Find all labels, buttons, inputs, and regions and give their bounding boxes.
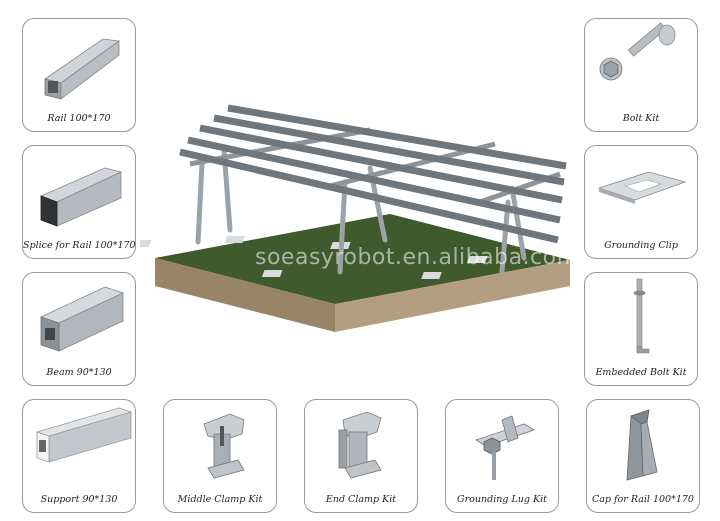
beam-icon [39,286,125,352]
product-card-rail[interactable]: Rail 100*170 [22,18,136,132]
end-clamp-icon [338,411,382,479]
product-label: Middle Clamp Kit [177,494,263,505]
embedded-bolt-icon [633,278,650,354]
product-label: Grounding Clip [604,240,678,251]
grounding-clip-icon [597,171,687,204]
rail-icon [44,38,121,100]
product-label: Rail 100*170 [47,113,111,124]
product-label: End Clamp Kit [325,494,397,505]
middle-clamp-icon [203,413,245,479]
product-label: Grounding Lug Kit [457,494,547,505]
product-card-support[interactable]: Support 90*130 [22,399,136,513]
product-card-beam[interactable]: Beam 90*130 [22,272,136,386]
grass-ground [155,214,570,304]
product-label: Embedded Bolt Kit [595,367,687,378]
soil-side [335,260,570,332]
product-label: Splice for Rail 100*170 [23,240,136,251]
support-icon [35,407,133,463]
grounding-lug-icon [475,415,535,480]
product-label: Support 90*130 [40,494,118,505]
product-label: Bolt Kit [622,113,660,124]
product-label: Cap for Rail 100*170 [592,494,694,505]
product-card-grounding-clip[interactable]: Grounding Clip [584,145,698,259]
product-card-grounding-lug[interactable]: Grounding Lug Kit [445,399,559,513]
carport-structure-render [140,104,570,332]
rail-cap-icon [626,409,658,481]
product-card-rail-cap[interactable]: Cap for Rail 100*170 [586,399,700,513]
product-card-bolt-kit[interactable]: Bolt Kit [584,18,698,132]
product-card-splice[interactable]: Splice for Rail 100*170 [22,145,136,259]
bolt-kit-icon [599,22,676,81]
watermark: soeasyrobot.en.alibaba.com [255,245,579,270]
splice-icon [39,167,123,227]
product-card-end-clamp[interactable]: End Clamp Kit [304,399,418,513]
product-card-embedded-bolt[interactable]: Embedded Bolt Kit [584,272,698,386]
product-label: Beam 90*130 [46,367,112,378]
product-card-middle-clamp[interactable]: Middle Clamp Kit [163,399,277,513]
soil-front [155,258,335,332]
